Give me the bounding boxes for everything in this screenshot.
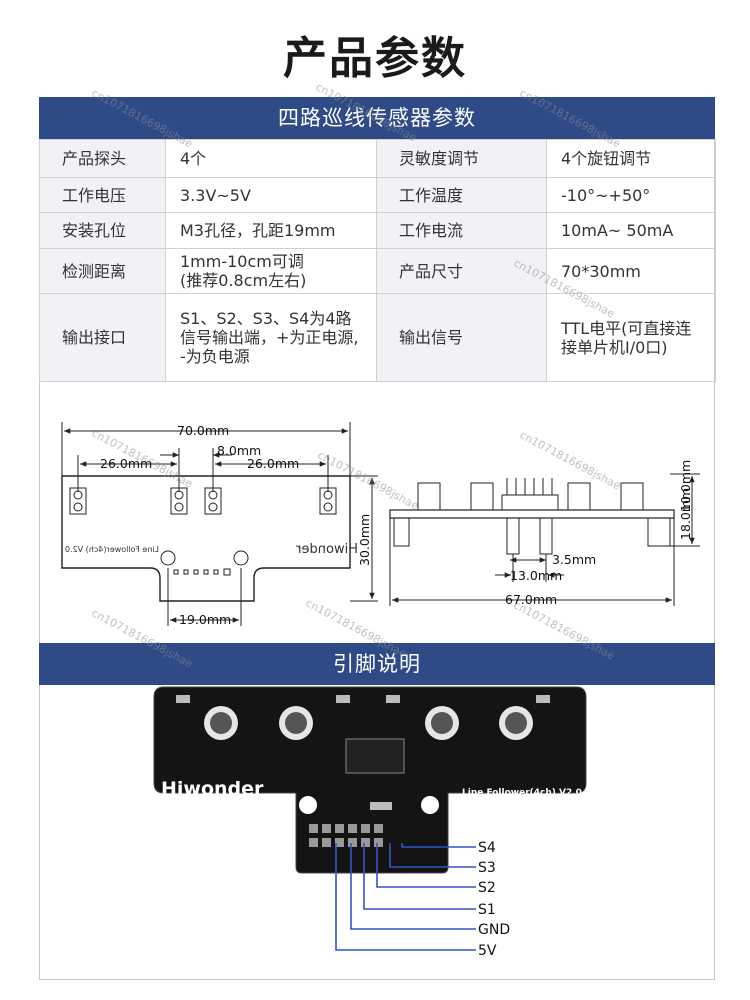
board-label: Line Follower(4ch) V2.0 bbox=[462, 788, 582, 798]
dim-spacing-right: 26.0mm bbox=[247, 456, 299, 471]
page-title: 产品参数 bbox=[283, 33, 467, 84]
spec-value-line: 接单片机I/0口) bbox=[561, 337, 668, 357]
spec-row: 安装孔位 M3孔径，孔距19mm 工作电流 10mA~ 50mA bbox=[39, 212, 716, 249]
spec-header: 四路巡线传感器参数 bbox=[39, 97, 715, 139]
dim-spacing-left: 26.0mm bbox=[100, 456, 152, 471]
spec-value-cell: -10°~+50° bbox=[546, 177, 716, 213]
spec-value-line: TTL电平(可直接连 bbox=[561, 318, 692, 338]
spec-value-cell: 4个 bbox=[165, 139, 377, 178]
dim-width: 70.0mm bbox=[177, 423, 229, 438]
spec-value-cell: 4个旋钮调节 bbox=[546, 139, 716, 178]
dim-height: 30.0mm bbox=[357, 514, 372, 566]
spec-value-line: 10mA~ 50mA bbox=[561, 221, 674, 240]
spec-key-cell: 检测距离 bbox=[39, 248, 166, 294]
spec-value-cell: 70*30mm bbox=[546, 248, 716, 294]
board-brand: Hiwonder bbox=[161, 778, 264, 800]
spec-value-line: 4个 bbox=[180, 149, 207, 168]
pin-label-5v: 5V bbox=[478, 943, 497, 959]
spec-key-cell: 输出信号 bbox=[376, 293, 547, 382]
spec-value-line: -10°~+50° bbox=[561, 185, 651, 205]
spec-value-cell: 1mm-10cm可调(推荐0.8cm左右) bbox=[165, 248, 377, 294]
spec-value-cell: TTL电平(可直接连接单片机I/0口) bbox=[546, 293, 716, 382]
spec-value-line: 70*30mm bbox=[561, 261, 641, 281]
dimension-drawing: 70.0mm 26.0mm 8.0mm 26.0mm 19.0mm 30.0mm… bbox=[61, 422, 700, 627]
spec-key-cell: 灵敏度调节 bbox=[376, 139, 547, 178]
spec-table: 产品探头 4个 灵敏度调节 4个旋钮调节工作电压 3.3V~5V 工作温度 -10°~+50… bbox=[39, 139, 716, 382]
spec-value-line: 3.3V~5V bbox=[180, 185, 251, 205]
pinout-diagram: Hiwonder Line Follower(4ch) V2.0 S4 S3 S… bbox=[153, 686, 587, 959]
dim-pin-width: 3.5mm bbox=[552, 552, 596, 567]
spec-value-cell: 3.3V~5V bbox=[165, 177, 377, 213]
spec-value-cell: M3孔径，孔距19mm bbox=[165, 212, 377, 249]
spec-value-cell: 10mA~ 50mA bbox=[546, 212, 716, 249]
spec-value-line: 1mm-10cm可调 bbox=[180, 252, 304, 271]
spec-value-line: M3孔径，孔距19mm bbox=[180, 221, 336, 240]
spec-key-cell: 工作电压 bbox=[39, 177, 166, 213]
spec-value-line: 4个旋钮调节 bbox=[561, 149, 652, 168]
dim-hole-pitch: 19.0mm bbox=[179, 612, 231, 627]
spec-value-line: -为负电源 bbox=[180, 347, 250, 366]
pin-label-s2: S2 bbox=[478, 880, 496, 896]
pin-label-gnd: GND bbox=[478, 922, 510, 938]
spec-key-cell: 产品探头 bbox=[39, 139, 166, 178]
spec-value-line: S1、S2、S3、S4为4路 bbox=[180, 309, 352, 328]
spec-key-cell: 工作电流 bbox=[376, 212, 547, 249]
spec-key-cell: 产品尺寸 bbox=[376, 248, 547, 294]
spec-key-cell: 安装孔位 bbox=[39, 212, 166, 249]
dim-side-length: 67.0mm bbox=[505, 592, 557, 607]
pin-label-s3: S3 bbox=[478, 860, 496, 876]
board-back-brand: Hiwonder bbox=[296, 542, 358, 557]
pinout-header: 引脚说明 bbox=[39, 643, 715, 685]
dim-pin-offset: 13.0mm bbox=[510, 568, 562, 583]
spec-row: 工作电压 3.3V~5V 工作温度 -10°~+50° bbox=[39, 177, 716, 213]
dim-sensor-height: 10.0mm bbox=[678, 460, 693, 512]
pin-label-s4: S4 bbox=[478, 840, 496, 856]
dim-spacing-mid: 8.0mm bbox=[217, 443, 261, 458]
spec-key-cell: 输出接口 bbox=[39, 293, 166, 382]
dim-side-height: 18.0mm bbox=[678, 488, 693, 540]
board-back-label: Line Follower(4ch) V2.0 bbox=[65, 545, 159, 554]
spec-key-cell: 工作温度 bbox=[376, 177, 547, 213]
spec-value-line: (推荐0.8cm左右) bbox=[180, 271, 307, 290]
pin-label-s1: S1 bbox=[478, 902, 496, 918]
spec-value-line: 信号输出端，+为正电源, bbox=[180, 328, 359, 347]
spec-value-cell: S1、S2、S3、S4为4路信号输出端，+为正电源,-为负电源 bbox=[165, 293, 377, 382]
